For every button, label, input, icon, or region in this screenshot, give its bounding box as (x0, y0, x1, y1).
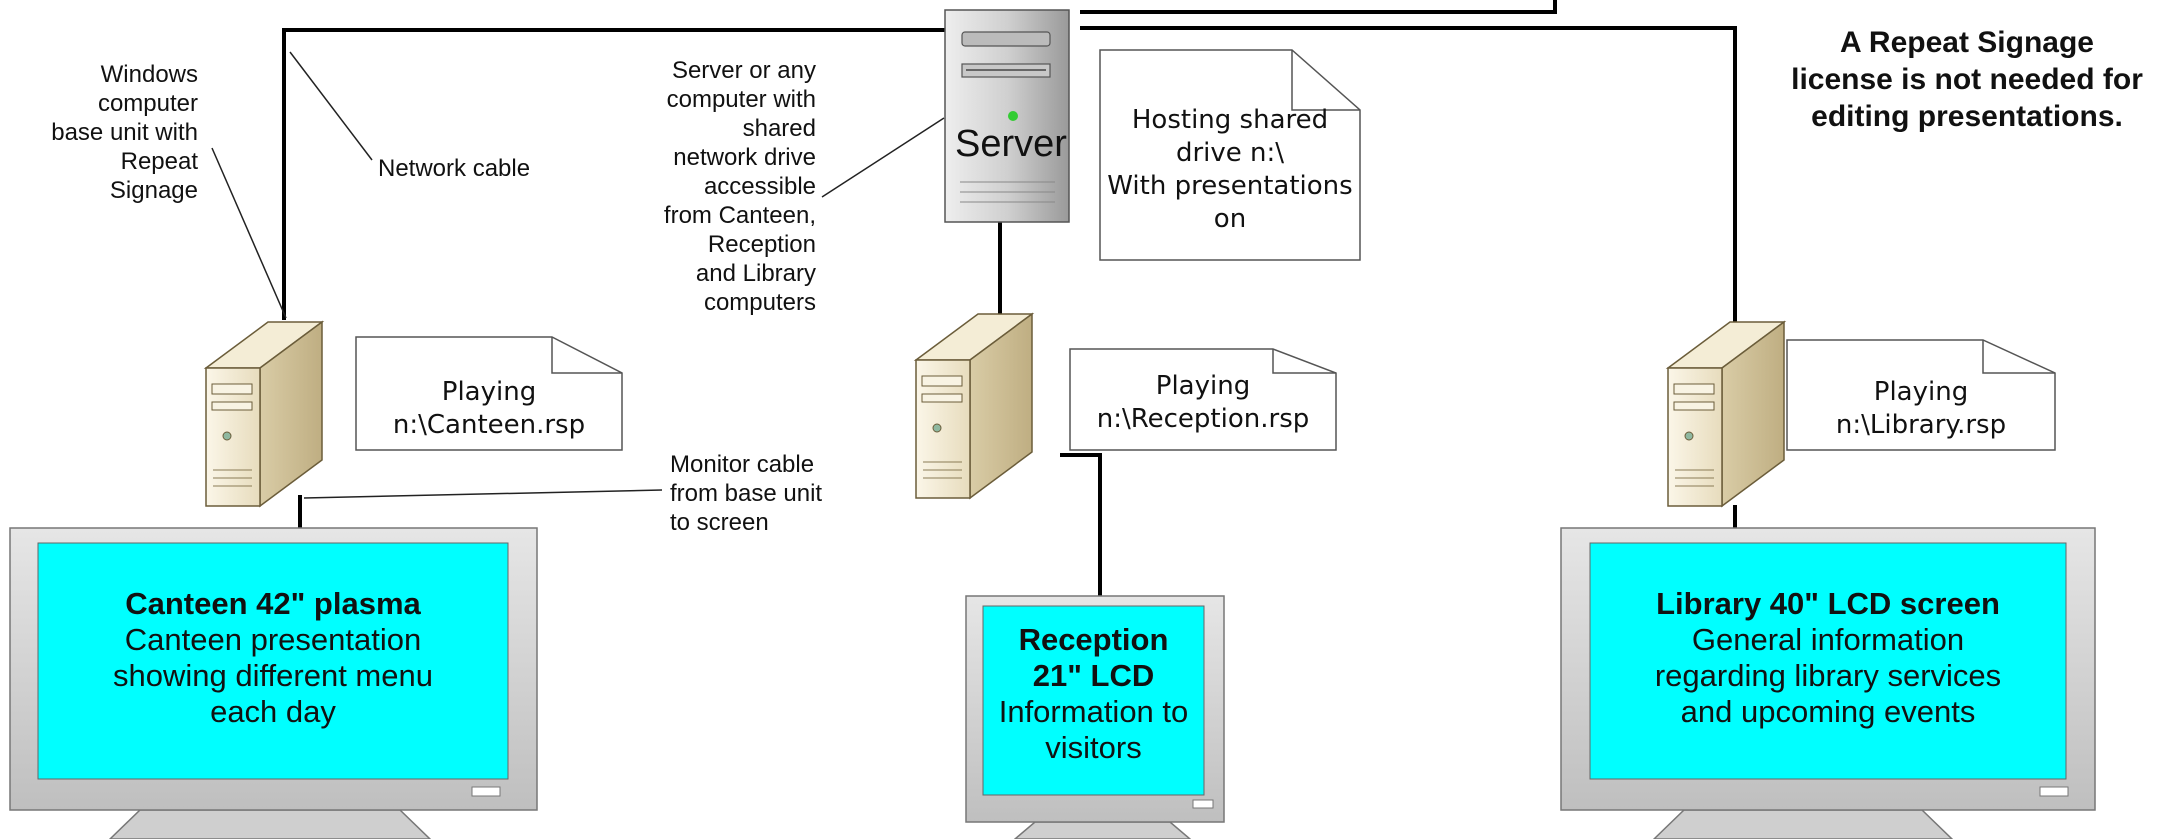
note-server (1099, 49, 1361, 261)
library-screen-text: Library 40" LCD screen General informati… (1590, 586, 2066, 730)
leader-lines (211, 51, 945, 499)
cable-main-right (1080, 26, 1737, 360)
server-icon (944, 9, 1070, 223)
library-note-text: Playing n:\Library.rsp (1835, 377, 2007, 440)
server-label: Server (955, 123, 1067, 165)
reception-screen-title: Reception (1018, 622, 1169, 657)
windows-computer-label: Windows computer base unit with Repeat S… (51, 61, 198, 204)
leader-network-cable (289, 51, 373, 161)
note-library (1786, 339, 2056, 451)
reception-computer-icon (913, 312, 1035, 500)
server-description-label: Server or any computer with shared netwo… (663, 57, 816, 316)
library-screen (1589, 542, 2067, 780)
notes (355, 49, 2056, 451)
server-note-text: Hosting shared drive n:\ With presentati… (1107, 105, 1353, 234)
canteen-note-text: Playing n:\Canteen.rsp (392, 377, 586, 440)
canteen-screen-title: Canteen 42" plasma (125, 586, 421, 621)
library-computer-icon (1665, 320, 1787, 508)
canteen-screen (37, 542, 509, 780)
leader-server-desc (821, 117, 945, 198)
leader-monitor-cable (303, 489, 663, 499)
library-monitor-icon (1560, 527, 2096, 839)
reception-note-text: Playing n:\Reception.rsp (1096, 371, 1310, 434)
monitor-cable-label: Monitor cable from base unit to screen (670, 451, 823, 536)
cable-top-right (1080, 0, 1557, 14)
canteen-monitor-icon (9, 527, 538, 839)
reception-monitor-icon (965, 595, 1225, 839)
license-note: A Repeat Signage license is not needed f… (1791, 26, 2143, 133)
cable-main-left (282, 28, 950, 320)
reception-screen-text: Reception 21" LCD Information to visitor… (983, 622, 1204, 766)
server-led (1008, 111, 1018, 121)
canteen-screen-text: Canteen 42" plasma Canteen presentation … (38, 586, 508, 730)
note-reception (1069, 348, 1337, 451)
network-cable-label: Network cable (378, 155, 531, 182)
monitor-cable-reception (1060, 453, 1102, 600)
note-canteen (355, 336, 623, 451)
network-cables (282, 0, 1737, 600)
canteen-computer-icon (203, 320, 325, 508)
library-screen-title: Library 40" LCD screen (1656, 586, 2000, 621)
reception-screen (982, 605, 1205, 796)
leader-windows-computer (211, 147, 287, 319)
